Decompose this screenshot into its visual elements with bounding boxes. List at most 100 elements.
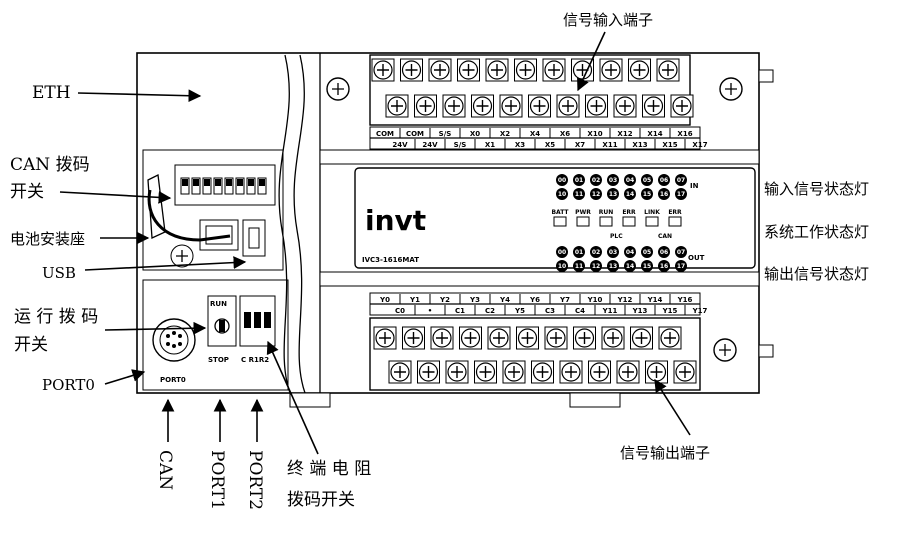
output-led [573, 246, 585, 258]
output-terminal-screw [430, 326, 454, 350]
output-terminal-label: Y17 [692, 307, 708, 315]
input-terminal-label: X10 [587, 130, 602, 138]
input-led [590, 174, 602, 186]
input-terminal-screw [642, 94, 665, 118]
input-led [658, 174, 670, 186]
output-led [675, 260, 687, 272]
output-terminal-screw [445, 360, 469, 384]
input-terminal-screw [628, 58, 651, 82]
status-led-label: LINK [644, 209, 660, 216]
output-led-label: 16 [660, 263, 668, 270]
label-can-switch-2: 开关 [10, 182, 44, 202]
status-led [622, 216, 636, 227]
input-led [607, 174, 619, 186]
input-led-label: 02 [592, 177, 600, 184]
output-terminal-label: Y13 [632, 307, 648, 315]
input-led-label: 07 [677, 177, 685, 184]
output-terminal-screw [559, 360, 583, 384]
output-led [624, 246, 636, 258]
output-terminal-screw [459, 326, 482, 350]
left-module: RUN STOP C R1R2 PORT0 [147, 164, 276, 384]
output-led [658, 246, 670, 258]
label-run-switch-2: 开关 [14, 335, 48, 355]
input-terminal-label: 24V [392, 141, 408, 149]
input-terminal-screw [599, 58, 623, 82]
output-led-label: 02 [592, 249, 600, 256]
input-terminal-screw [670, 94, 694, 118]
input-led-label: 00 [558, 177, 566, 184]
output-led [607, 260, 619, 272]
output-terminal-screw [544, 326, 568, 350]
output-terminal-screw [673, 360, 697, 384]
input-terminal-label: X5 [545, 141, 555, 149]
label-port1: PORT1 [207, 450, 227, 510]
input-terminal-screw [457, 58, 480, 82]
output-led-label: 07 [677, 249, 685, 256]
status-led-label: RUN [599, 209, 614, 216]
input-terminal-label: X12 [617, 130, 632, 138]
output-led [658, 260, 670, 272]
label-output-terminal: 信号输出端子 [620, 444, 710, 462]
label-input-led: 输入信号状态灯 [764, 180, 869, 198]
input-led [590, 188, 602, 200]
input-terminal-screw [571, 58, 594, 82]
brand-logo: invt [365, 204, 426, 237]
input-terminal-label: 24V [422, 141, 438, 149]
input-terminal-label: X2 [500, 130, 510, 138]
input-led [658, 188, 670, 200]
status-led-label: ERR [622, 209, 636, 216]
output-terminal-screw [474, 360, 497, 384]
input-terminal-screw [471, 94, 494, 118]
label-port0: PORT0 [42, 376, 95, 394]
output-led-label: 04 [626, 249, 634, 256]
input-led-label: 06 [660, 177, 668, 184]
input-terminal-label: X15 [662, 141, 677, 149]
output-terminal-label: Y6 [529, 296, 540, 304]
output-terminal-screw [588, 360, 611, 384]
output-terminal-screw [502, 360, 526, 384]
input-terminal-label: X1 [485, 141, 495, 149]
input-terminal-screw [414, 94, 437, 118]
input-led-label: 14 [626, 191, 634, 198]
output-terminal-screw [373, 326, 397, 350]
input-terminal-label: X14 [647, 130, 662, 138]
input-terminal-label: X13 [632, 141, 647, 149]
output-terminal-label: • [428, 307, 432, 315]
output-led-label: 05 [643, 249, 651, 256]
input-terminal-screw [499, 94, 523, 118]
label-can-port: CAN [155, 450, 175, 490]
input-led-label: 12 [592, 191, 600, 198]
output-terminal-label: Y7 [559, 296, 570, 304]
port0-device-label: PORT0 [160, 376, 186, 384]
can-label: CAN [658, 233, 672, 240]
input-terminal-label: S/S [439, 130, 452, 138]
output-terminal-label: Y5 [514, 307, 525, 315]
label-run-switch-1: 运 行 拨 码 [14, 307, 98, 327]
label-term-2: 拨码开关 [287, 490, 355, 510]
status-led-label: PWR [575, 209, 591, 216]
output-led-label: 03 [609, 249, 617, 256]
input-terminal-screw [656, 58, 680, 82]
status-led [645, 216, 659, 227]
input-led-label: 13 [609, 191, 617, 198]
output-terminal-screw [417, 360, 440, 384]
output-terminal-label: Y12 [617, 296, 633, 304]
output-terminal-screw [531, 360, 554, 384]
output-led-label: 00 [558, 249, 566, 256]
output-led [624, 260, 636, 272]
input-led-label: 04 [626, 177, 634, 184]
status-led [553, 216, 567, 227]
output-terminal-label: C0 [395, 307, 405, 315]
label-can-switch-1: CAN 拨码 [10, 155, 90, 175]
annotations: ETH CAN 拨码 开关 电池安装座 USB 运 行 拨 码 开关 PORT0… [10, 11, 869, 510]
input-terminal-label: X4 [530, 130, 540, 138]
label-usb: USB [42, 264, 76, 282]
output-terminal-screw [658, 326, 682, 350]
status-led [576, 216, 590, 227]
input-led-label: 03 [609, 177, 617, 184]
output-led [641, 260, 653, 272]
output-terminal-label: Y0 [379, 296, 390, 304]
input-led-label: 10 [558, 191, 566, 198]
